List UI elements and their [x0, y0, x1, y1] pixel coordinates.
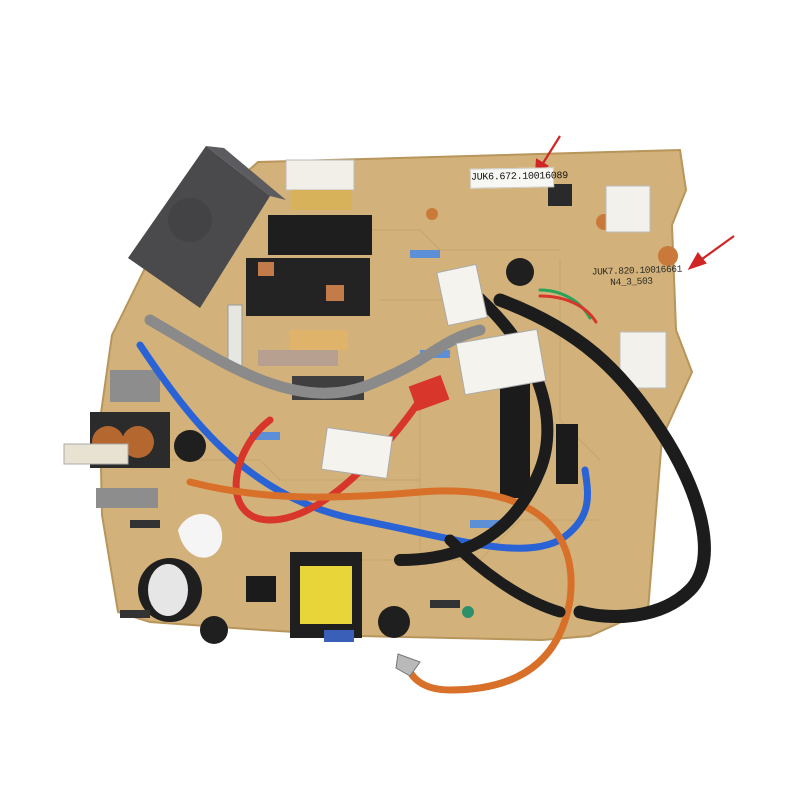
annotation-arrow-icon — [687, 235, 735, 270]
wire-grey — [144, 314, 486, 399]
capacitor-small — [200, 616, 228, 644]
ring-terminal — [395, 653, 421, 677]
ic-chip-large — [500, 380, 530, 498]
wire-black-1 — [493, 293, 711, 624]
board-silkscreen-text: JUK7.820.10016661 N4_3_503 — [592, 263, 689, 289]
small-components — [120, 208, 678, 642]
wire-connector-3 — [320, 427, 394, 479]
connector-top — [285, 159, 355, 191]
wire-connector-1 — [436, 263, 488, 327]
fuse — [227, 304, 243, 370]
ic-chip-small — [556, 424, 578, 484]
varistor-white — [178, 513, 223, 558]
ic-chip-dip — [246, 576, 276, 602]
wire-black-3 — [444, 534, 566, 618]
wire-blue — [136, 341, 591, 552]
filter-coil — [63, 412, 170, 468]
wire-connector-2 — [455, 328, 547, 396]
part-number-sticker: JUK6.672.10016089 — [469, 167, 568, 189]
relay-black-1 — [268, 215, 372, 255]
connector-right — [619, 331, 667, 389]
wire-orange — [186, 478, 575, 694]
wire-harness — [136, 284, 711, 694]
connector-right-top — [605, 185, 651, 233]
power-relay-block — [128, 146, 286, 308]
resistor — [258, 350, 338, 366]
